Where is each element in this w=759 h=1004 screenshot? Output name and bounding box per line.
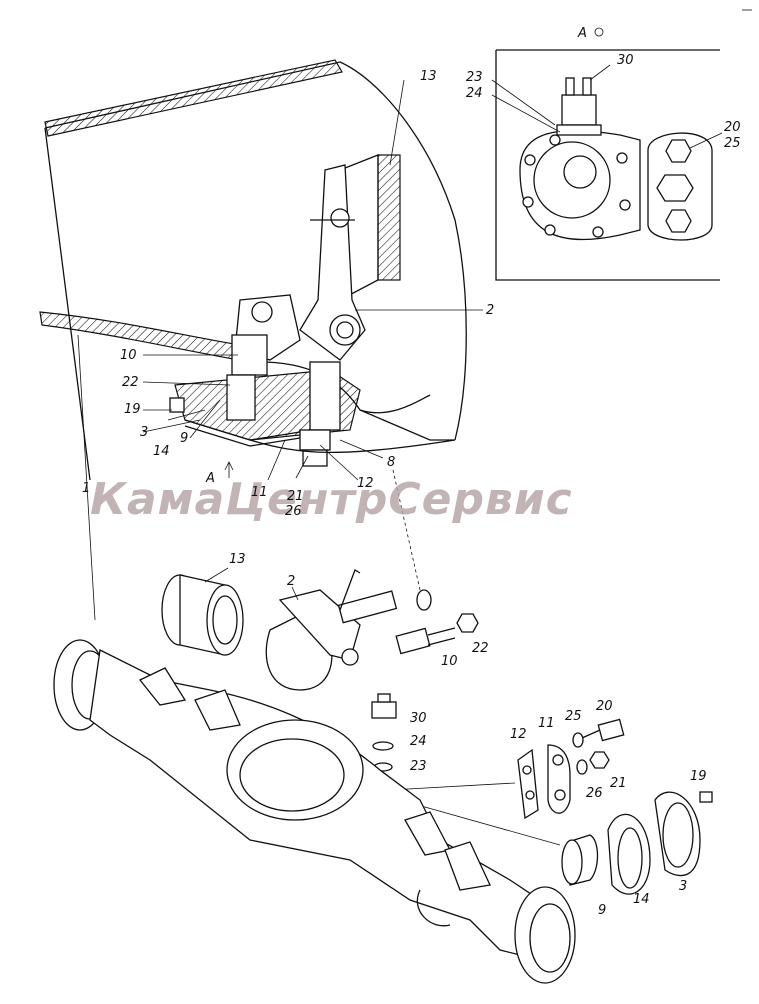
label-10-top: 10 <box>120 348 137 363</box>
label-21-exploded: 21 <box>610 776 627 791</box>
label-14-top: 14 <box>153 444 170 459</box>
label-2-top: 2 <box>486 303 494 318</box>
label-8-top: 8 <box>387 455 395 470</box>
view-label: А <box>577 26 587 41</box>
label-22-top: 22 <box>122 375 139 390</box>
label-24-inset: 24 <box>466 86 483 101</box>
label-20-exploded: 20 <box>596 699 613 714</box>
watermark-text: КамаЦентрСервис <box>90 474 573 525</box>
label-26-top: 26 <box>285 504 302 519</box>
label-10-exploded: 10 <box>441 654 458 669</box>
label-30-exploded: 30 <box>410 711 427 726</box>
label-22-exploded: 22 <box>472 641 489 656</box>
label-1: 1 <box>82 481 90 496</box>
section-label: А <box>205 471 215 486</box>
label-21-top: 21 <box>287 489 304 504</box>
label-2-exploded: 2 <box>287 574 295 589</box>
label-13-top: 13 <box>420 69 437 84</box>
label-9-exploded: 9 <box>598 903 606 918</box>
label-24-exploded: 24 <box>410 734 427 749</box>
label-19-top: 19 <box>124 402 141 417</box>
label-25-inset: 25 <box>724 136 741 151</box>
inset-view-a <box>491 27 723 281</box>
section-view <box>39 59 483 621</box>
label-11-top: 11 <box>251 485 268 500</box>
label-19-exploded: 19 <box>690 769 707 784</box>
axle-housing <box>53 639 576 984</box>
label-23-exploded: 23 <box>410 759 427 774</box>
label-14-exploded: 14 <box>633 892 650 907</box>
exploded-parts <box>161 567 713 895</box>
label-12-top: 12 <box>357 476 374 491</box>
label-23-inset: 23 <box>466 70 483 85</box>
label-30-inset: 30 <box>617 53 634 68</box>
label-12-exploded: 12 <box>510 727 527 742</box>
label-9-top: 9 <box>180 431 188 446</box>
label-3-top: 3 <box>140 425 148 440</box>
callout-labels: А А 13 2 10 22 19 3 14 9 11 21 26 12 8 1… <box>82 26 741 918</box>
label-13-exploded: 13 <box>229 552 246 567</box>
label-25-exploded: 25 <box>565 709 582 724</box>
label-11-exploded: 11 <box>538 716 555 731</box>
label-26-exploded: 26 <box>586 786 603 801</box>
label-20-inset: 20 <box>724 120 741 135</box>
label-3-exploded: 3 <box>679 879 687 894</box>
